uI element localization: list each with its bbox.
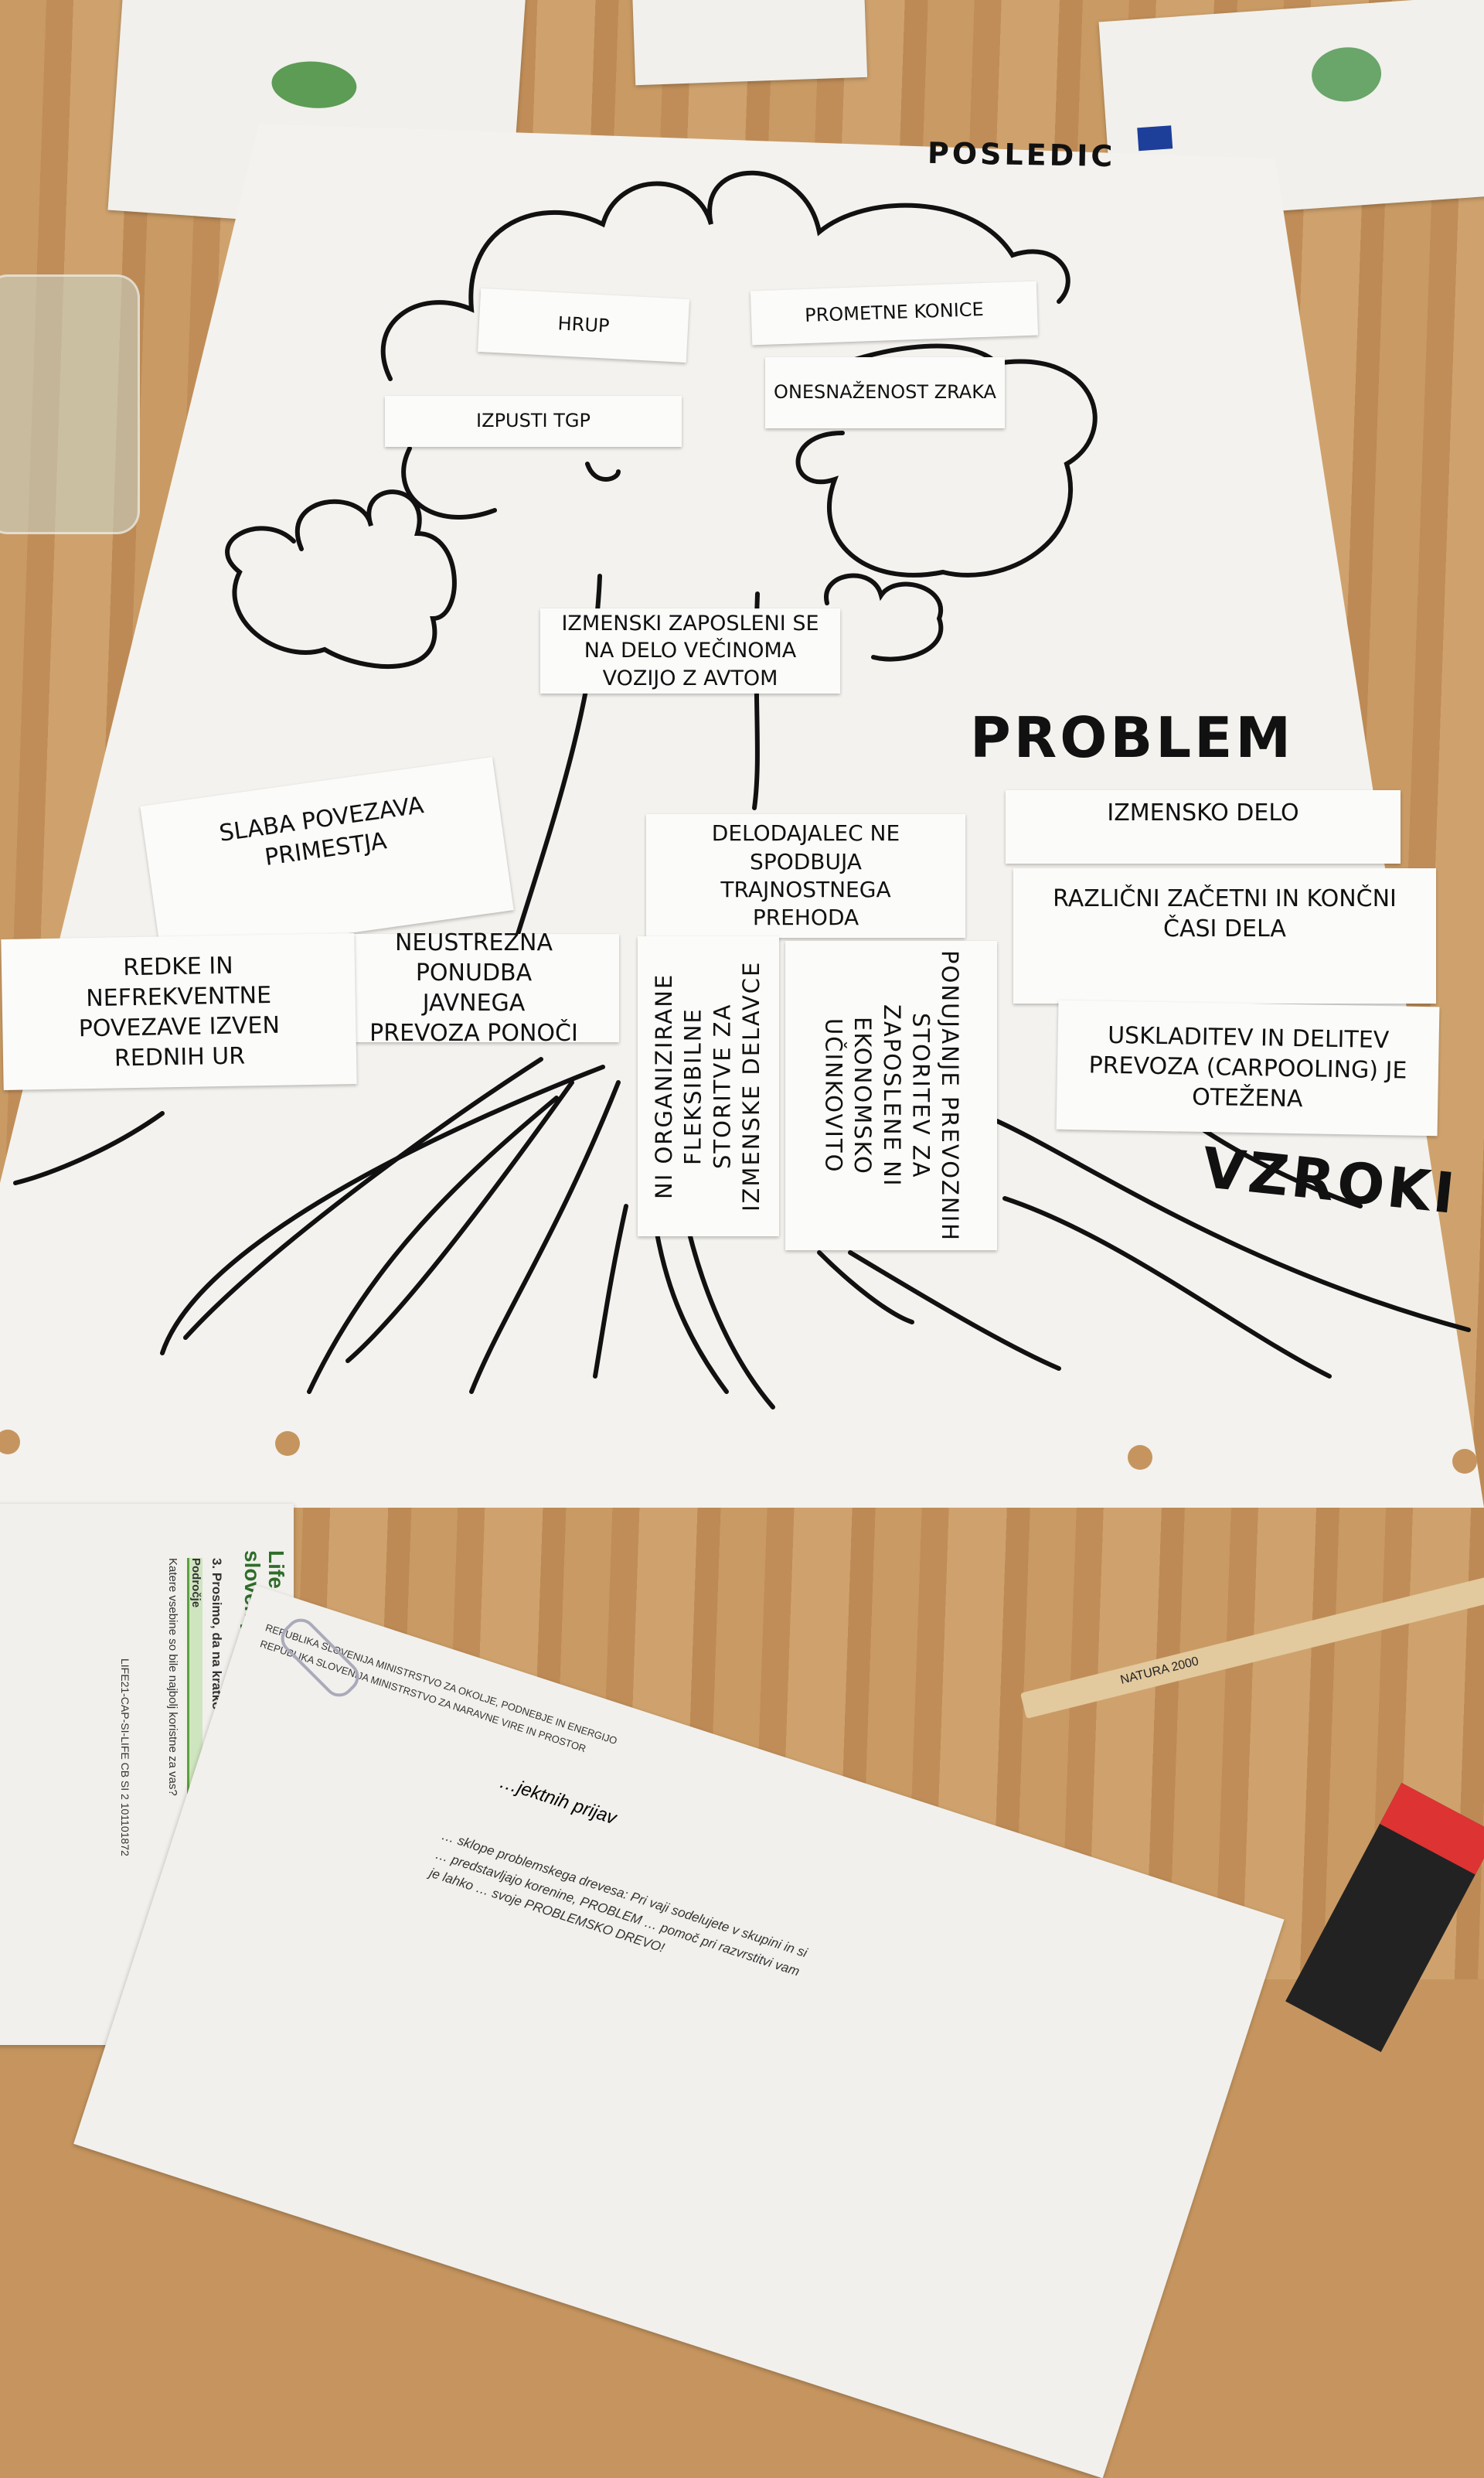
instructions-text: … sklope problemskega drevesa: Pri vaji … bbox=[427, 1828, 809, 1979]
problem-label: PROBLEM bbox=[970, 705, 1295, 770]
cause-card-redke: REDKE IN NEFREKVENTNE POVEZAVE IZVEN RED… bbox=[1, 933, 357, 1090]
cause-card-uskladitev: USKLADITEV IN DELITEV PREVOZA (CARPOOLIN… bbox=[1056, 1000, 1440, 1137]
cause-card-ni-organizirane: NI ORGANIZIRANE FLEKSIBILNE STORITVE ZA … bbox=[638, 936, 779, 1236]
project-code: LIFE21-CAP-SI-LIFE CB SI 2 101101872 bbox=[119, 1658, 131, 1856]
consequences-label: POSLEDIC bbox=[927, 135, 1116, 174]
consequence-card-izpusti: IZPUSTI TGP bbox=[385, 396, 682, 447]
cause-card-ponujanje: PONUJANJE PREVOZNIH STORITEV ZA ZAPOSLEN… bbox=[785, 941, 997, 1250]
right-small-cloud bbox=[824, 573, 944, 662]
tree-crown bbox=[380, 170, 1098, 578]
cause-card-delodajalec: DELODAJALEC NE SPODBUJA TRAJNOSTNEGA PRE… bbox=[646, 814, 965, 938]
cause-card-izmensko-delo: IZMENSKO DELO bbox=[1006, 790, 1401, 864]
consequence-card-hrup: HRUP bbox=[478, 288, 689, 363]
problem-card: IZMENSKI ZAPOSLENI SE NA DELO VEČINOMA V… bbox=[540, 608, 840, 694]
consequence-card-prometne-konice: PROMETNE KONICE bbox=[750, 281, 1039, 346]
punch-holes bbox=[0, 1430, 1477, 1474]
cause-text-ni-organizirane: NI ORGANIZIRANE FLEKSIBILNE STORITVE ZA … bbox=[651, 960, 765, 1212]
project-title: …jektnih prijav bbox=[496, 1771, 619, 1829]
left-small-cloud bbox=[225, 489, 457, 670]
cause-card-razlicni-casi: RAZLIČNI ZAČETNI IN KONČNI ČASI DELA bbox=[1013, 868, 1436, 1004]
cause-text-ponujanje: PONUJANJE PREVOZNIH STORITEV ZA ZAPOSLEN… bbox=[820, 949, 964, 1242]
consequence-card-onesnazenost: ONESNAŽENOST ZRAKA bbox=[765, 357, 1005, 428]
cause-card-neustrezna: NEUSTREZNA PONUDBA JAVNEGA PREVOZA PONOČ… bbox=[328, 929, 619, 1047]
table-question: Katere vsebine so bile najbolj koristne … bbox=[166, 1558, 179, 1796]
tree-roots bbox=[13, 1057, 1471, 1409]
water-glass bbox=[0, 274, 140, 534]
